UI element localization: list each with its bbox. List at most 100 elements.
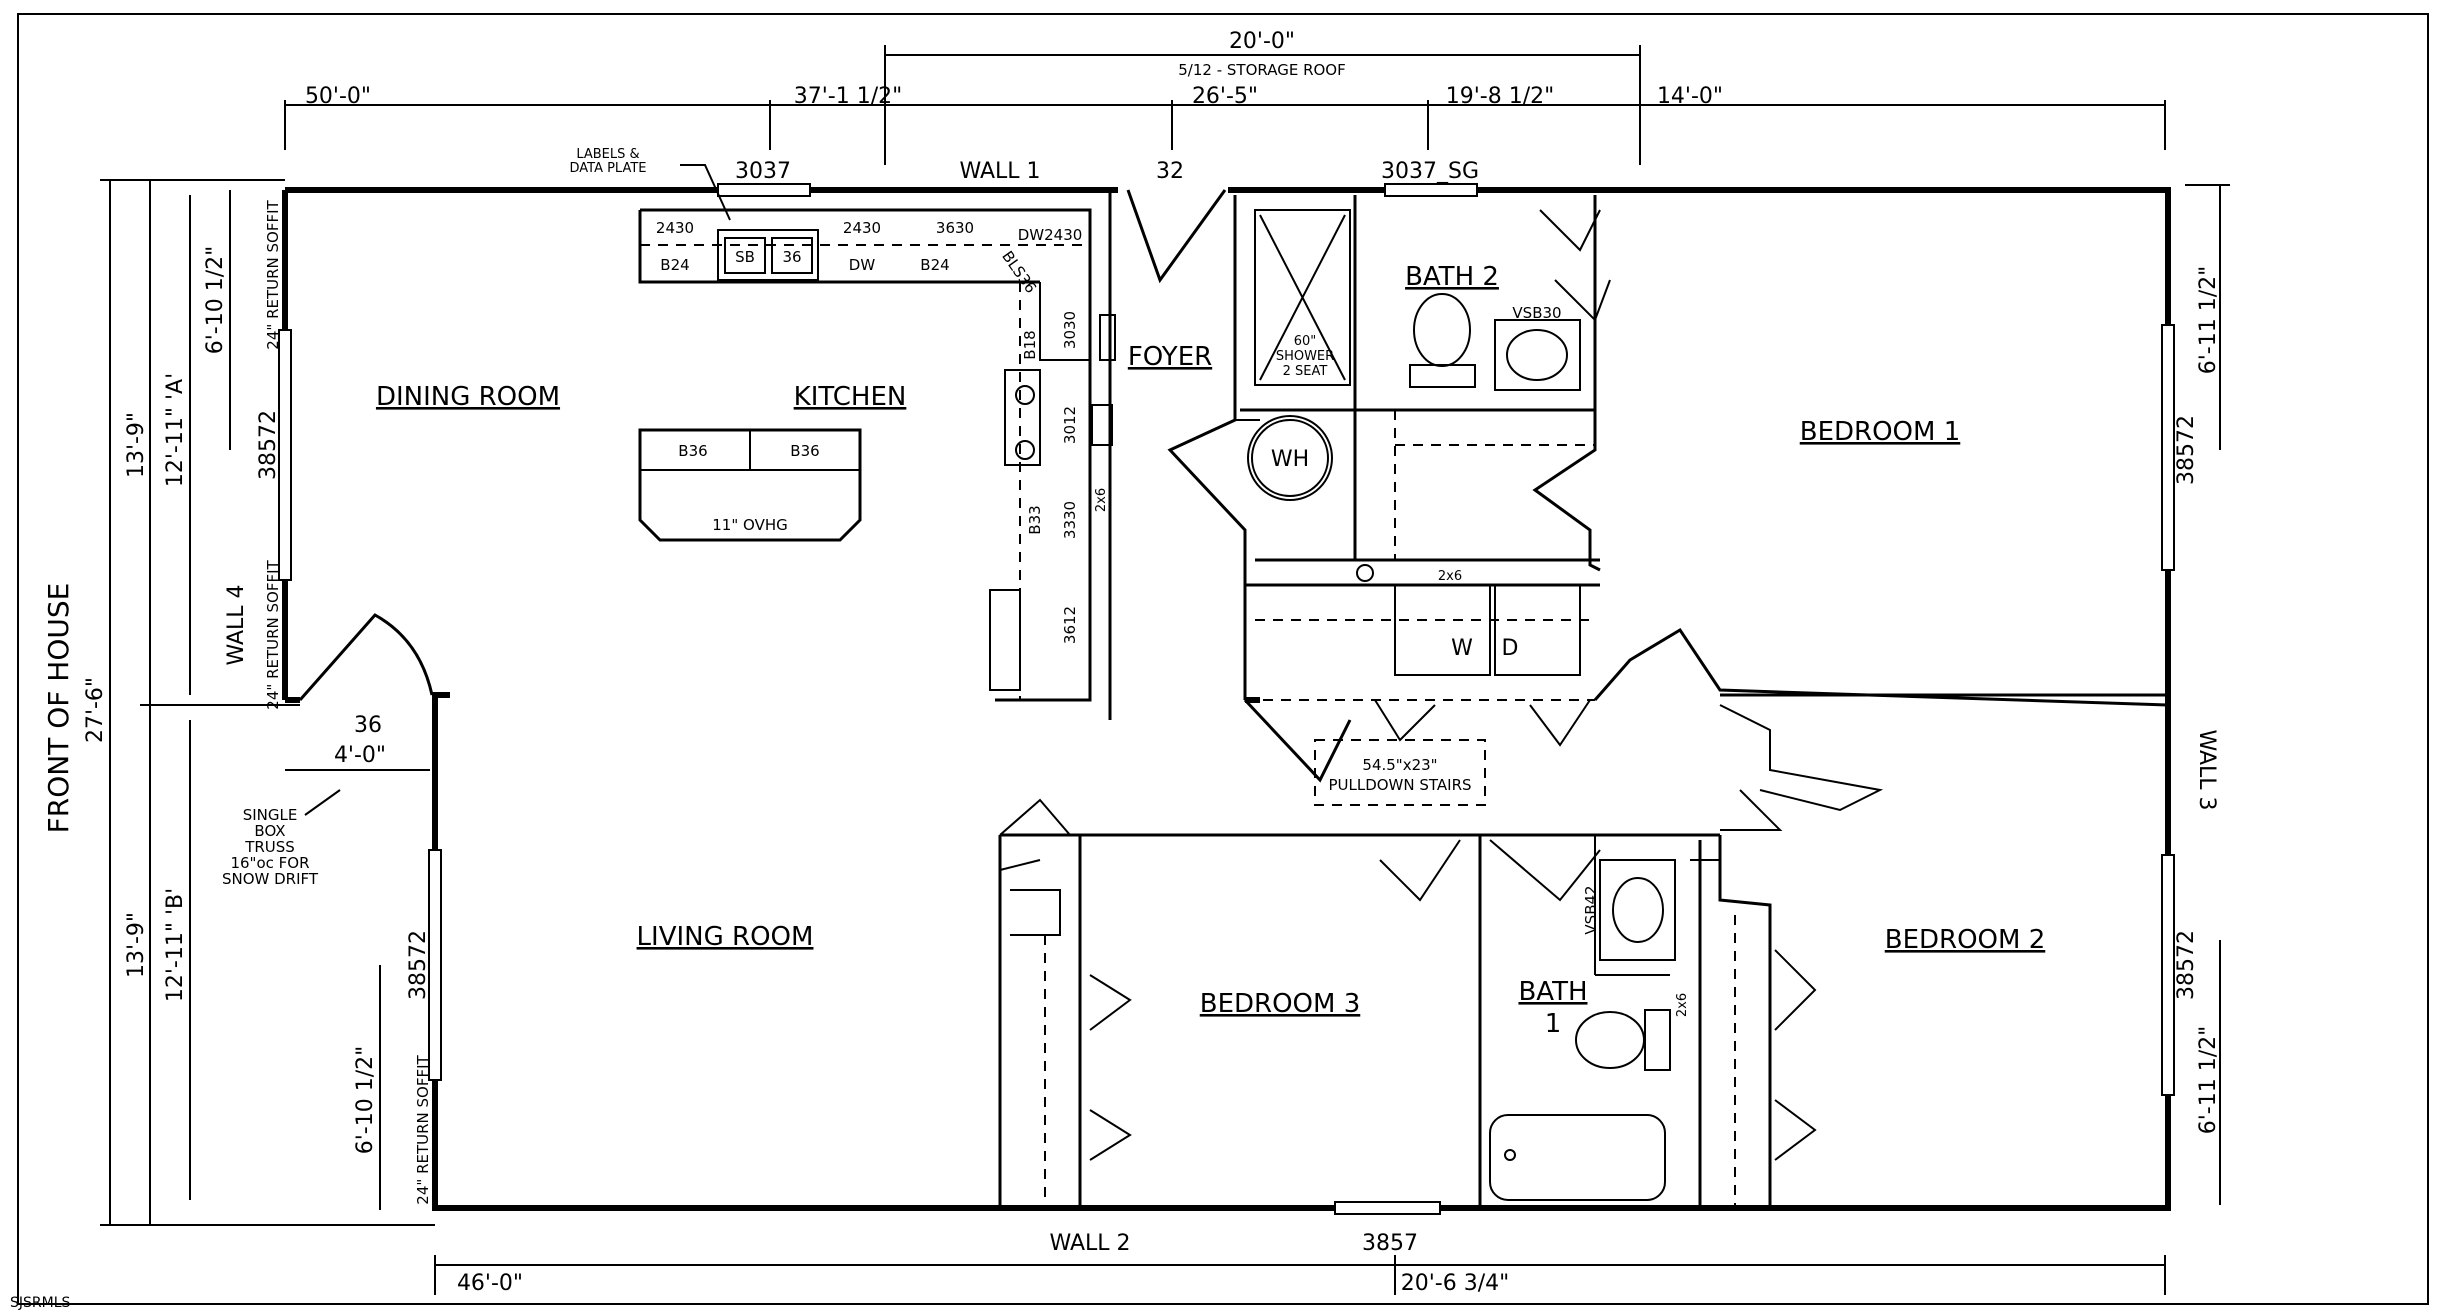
cab-3330: 3330 <box>1061 501 1079 539</box>
window-3037 <box>717 183 811 197</box>
cab-2430-a: 2430 <box>656 219 694 237</box>
drawing-border <box>17 13 2429 1305</box>
dim-storage-width: 20'-0" <box>1229 29 1295 54</box>
window-38572-right-upper: 38572 <box>2174 415 2199 485</box>
top-dimension: 20'-0" 5/12 - STORAGE ROOF 50'-0" 37'-1 … <box>284 29 2166 165</box>
room-bedroom1: BEDROOM 1 <box>1800 417 1961 447</box>
svg-text:TRUSS: TRUSS <box>244 838 295 856</box>
wall-2-label: WALL 2 <box>1049 1231 1130 1256</box>
pulldown-label: PULLDOWN STAIRS <box>1328 776 1471 794</box>
cab-3030: 3030 <box>1061 311 1079 349</box>
window-38572-right-lower: 38572 <box>2174 930 2199 1000</box>
dim-13-9-upper: 13'-9" <box>124 412 149 478</box>
kitchen-partition: 2x6 <box>1091 189 1227 720</box>
cab-sb: SB <box>735 248 755 266</box>
kitchen-island: B36 B36 11" OVHG <box>638 428 862 542</box>
shower-note-3: 2 SEAT <box>1283 364 1328 379</box>
window-3037sg-label: 3037_SG <box>1381 159 1479 184</box>
wh-label: WH <box>1271 447 1309 472</box>
cab-b24-a: B24 <box>660 256 689 274</box>
svg-text:BOX: BOX <box>254 822 285 840</box>
south-interior-walls: VSB42 2x6 <box>998 798 1817 1208</box>
room-bath1: BATH <box>1518 977 1587 1007</box>
svg-text:16"oc FOR: 16"oc FOR <box>230 854 309 872</box>
dim-6-11-lower: 6'-11 1/2" <box>2196 1026 2221 1135</box>
mls-watermark: SJSRMLS <box>10 1295 71 1311</box>
windows: 3037 32 3037_SG 3857 38572 38572 38572 3… <box>256 159 2199 1256</box>
entry-door: 36 4'-0" <box>285 613 450 771</box>
soffit-lower: 24" RETURN SOFFIT <box>414 1054 432 1204</box>
room-foyer: FOYER <box>1128 342 1212 372</box>
dim-12-11-b: 12'-11" 'B' <box>163 888 188 1002</box>
svg-text:SINGLE: SINGLE <box>243 806 298 824</box>
window-3037-sg <box>1384 183 1478 197</box>
entry-width: 4'-0" <box>334 743 386 768</box>
washer-label: W <box>1451 636 1473 661</box>
window-38572-left-upper: 38572 <box>256 410 281 480</box>
cab-b33: B33 <box>1026 505 1044 534</box>
window-right-upper <box>2161 324 2175 571</box>
cab-2430-b: 2430 <box>843 219 881 237</box>
dim-50: 50'-0" <box>305 84 371 109</box>
utility-2x6: 2x6 <box>1438 569 1462 584</box>
room-bath1-num: 1 <box>1545 1009 1562 1039</box>
door-32-label: 32 <box>1156 159 1184 184</box>
svg-text:SNOW DRIFT: SNOW DRIFT <box>222 870 319 888</box>
island-ovhg: 11" OVHG <box>712 516 787 534</box>
wall-4-label: WALL 4 <box>224 584 249 665</box>
room-kitchen: KITCHEN <box>794 382 907 412</box>
svg-text:DATA PLATE: DATA PLATE <box>569 161 646 176</box>
wall-1-label: WALL 1 <box>959 159 1040 184</box>
wall-3-label: WALL 3 <box>2194 729 2219 810</box>
cab-3612: 3612 <box>1061 606 1079 644</box>
room-bedroom2: BEDROOM 2 <box>1885 925 2046 955</box>
vsb30-label: VSB30 <box>1512 304 1561 322</box>
dim-19: 19'-8 1/2" <box>1446 84 1555 109</box>
door-36-label: 36 <box>354 713 382 738</box>
window-left-upper <box>278 329 292 581</box>
window-living <box>428 849 442 1081</box>
storage-roof-note: 5/12 - STORAGE ROOF <box>1178 61 1345 79</box>
dim-12-11-a: 12'-11" 'A' <box>163 373 188 487</box>
cab-b18: B18 <box>1021 330 1039 359</box>
dim-6-11-upper: 6'-11 1/2" <box>2196 266 2221 375</box>
bath1-2x6: 2x6 <box>1675 993 1690 1017</box>
window-right-lower <box>2161 854 2175 1096</box>
island-b36-b: B36 <box>790 442 819 460</box>
dryer-label: D <box>1502 636 1519 661</box>
dim-27-6: 27'-6" <box>83 677 108 743</box>
cab-dw2430: DW2430 <box>1018 226 1083 244</box>
window-38572-living: 38572 <box>406 930 431 1000</box>
room-living: LIVING ROOM <box>637 922 814 952</box>
window-3857-label: 3857 <box>1362 1231 1418 1256</box>
cab-36: 36 <box>782 248 801 266</box>
island-b36-a: B36 <box>678 442 707 460</box>
soffit-upper: 24" RETURN SOFFIT <box>264 199 282 349</box>
shower-note-2: SHOWER <box>1276 349 1334 364</box>
partition-2x6-kitchen: 2x6 <box>1094 488 1109 512</box>
bottom-dimensions: 46'-0" 20'-6 3/4" <box>434 1255 2166 1296</box>
shower-note-1: 60" <box>1294 334 1317 349</box>
cab-3012: 3012 <box>1061 406 1079 444</box>
right-dimensions: 6'-11 1/2" 6'-11 1/2" <box>2185 184 2230 1205</box>
dim-6-10-lower: 6'-10 1/2" <box>353 1046 378 1155</box>
dim-26: 26'-5" <box>1192 84 1258 109</box>
labels-plate: LABELS & <box>576 147 639 162</box>
room-bath2: BATH 2 <box>1405 262 1499 292</box>
cab-dw: DW <box>849 256 876 274</box>
dim-13-9-lower: 13'-9" <box>124 912 149 978</box>
cab-b24-b: B24 <box>920 256 949 274</box>
bath2-utility-walls: 60" SHOWER 2 SEAT VSB30 WH 2x6 W D 54.5"… <box>1167 195 1611 806</box>
dim-14: 14'-0" <box>1657 84 1723 109</box>
room-bedroom3: BEDROOM 3 <box>1200 989 1361 1019</box>
dim-46: 46'-0" <box>457 1271 523 1296</box>
kitchen-cabinets: LABELS & DATA PLATE 2430 B24 SB 36 2430 … <box>569 147 1092 702</box>
pulldown-dim: 54.5"x23" <box>1362 756 1437 774</box>
window-3857 <box>1334 1201 1441 1215</box>
cab-3630: 3630 <box>936 219 974 237</box>
bedroom1-walls <box>1593 627 2169 831</box>
truss-note: SINGLE BOX TRUSS 16"oc FOR SNOW DRIFT <box>222 789 341 888</box>
soffit-middle: 24" RETURN SOFFIT <box>264 559 282 709</box>
dim-20-6: 20'-6 3/4" <box>1401 1271 1510 1296</box>
